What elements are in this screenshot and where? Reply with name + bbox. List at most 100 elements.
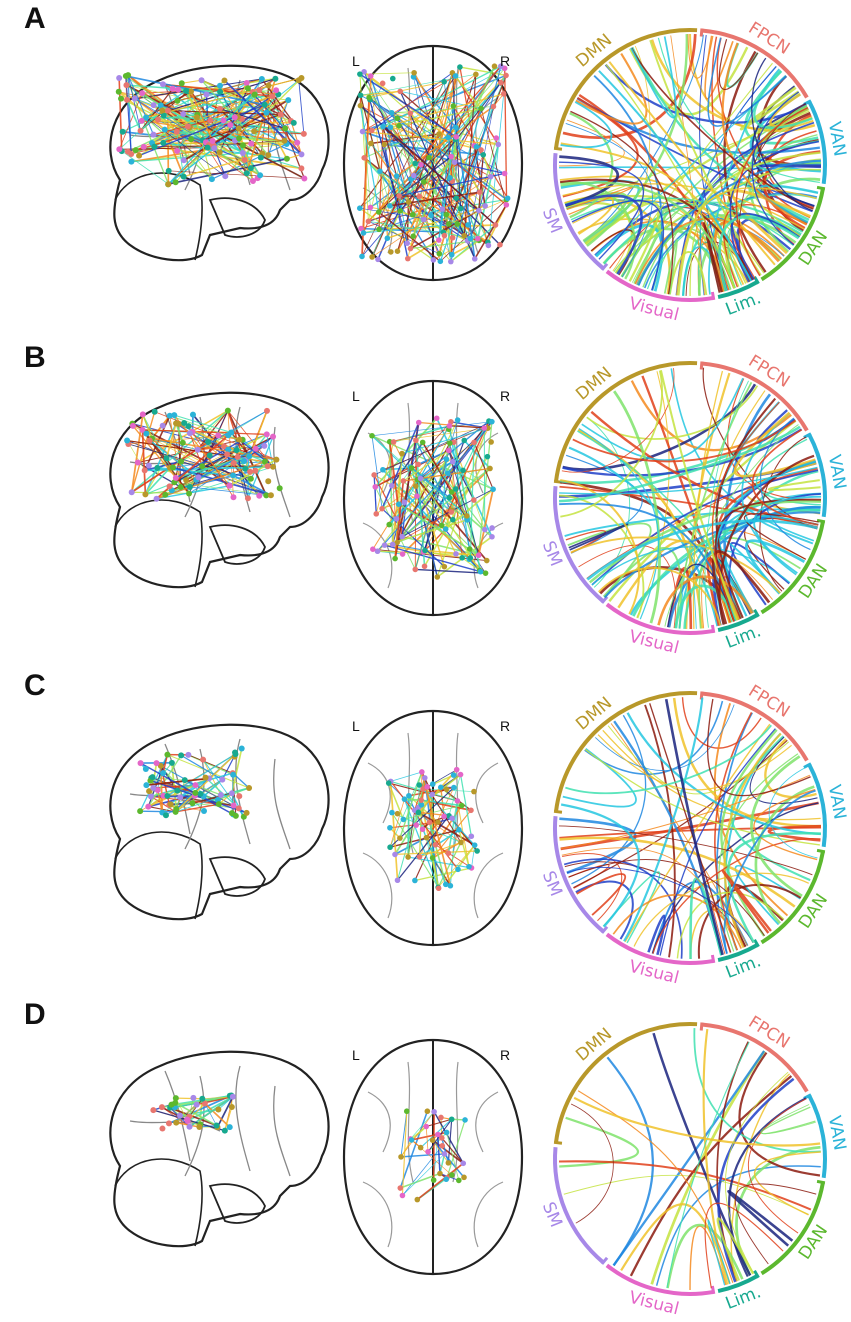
node-dot [481,425,488,431]
chord-edge [751,428,819,526]
chord-edge [565,123,653,278]
connection-edge [175,803,219,813]
node-dot [176,1112,183,1119]
node-dot [387,824,393,831]
chord-edge [716,37,811,219]
connection-edge [127,440,238,458]
cerebellum-outline [208,1183,266,1224]
connection-edge [438,127,457,241]
network-arc [701,361,809,432]
node-dot [429,781,436,787]
chord-edge [626,712,821,836]
chord-edge [598,70,752,282]
connection-edge [359,105,380,213]
connection-edge [379,170,452,262]
node-dot [168,1101,175,1108]
node-dot [454,221,461,227]
node-dot [474,848,480,854]
node-dot [379,505,385,512]
node-dot [410,74,417,80]
node-dot [386,521,393,528]
node-dot [457,205,464,212]
node-dot [404,255,411,262]
node-dot [487,173,494,180]
chord-edge [729,542,790,606]
node-dot [386,202,393,209]
connection-edge [445,488,494,530]
connection-edge [459,774,472,837]
chord-edge [559,155,620,208]
chord-edge [576,873,627,916]
chord-edge [568,859,765,937]
node-dot [426,819,433,826]
chord-edge [670,368,815,542]
chord-edge [713,220,780,293]
node-dot [128,158,135,165]
node-dot [263,109,270,116]
chord-edge [753,70,813,129]
node-dot [172,474,179,481]
temporal-outline [114,172,203,261]
node-dot [369,127,375,134]
node-dot [436,250,443,257]
connection-edge [476,144,500,239]
connection-edge [141,92,169,112]
network-arc [554,361,698,482]
node-dot [418,161,424,168]
node-dot [461,232,468,239]
node-dot [450,772,457,778]
node-dot [157,102,164,109]
node-dot [451,159,458,165]
node-dot [276,485,283,492]
connection-edge [403,798,439,888]
node-dot [154,464,161,471]
node-dot [415,461,422,468]
network-label-dan: DAN [795,560,832,602]
node-dot [239,142,246,149]
node-dot [450,103,457,109]
chord-edge [723,789,816,954]
connection-edge [469,137,497,239]
node-dot [241,156,248,163]
connection-edge [149,439,199,478]
node-dot [389,75,396,82]
node-dot [465,222,471,228]
connection-edge [181,79,202,84]
node-dot [172,1095,179,1102]
node-dot [439,1135,445,1141]
node-dot [119,128,126,135]
connection-edge [175,753,237,813]
node-dot [500,91,507,97]
node-dot [445,850,452,856]
connection-edge [142,429,267,436]
connection-edge [431,857,440,889]
chord-edge [667,506,821,628]
node-dot [370,546,376,553]
chord-edge [612,1050,766,1267]
node-dot [150,784,157,791]
node-dot [468,833,475,840]
node-dot [300,130,307,137]
node-dot [418,802,425,808]
node-dot [263,407,270,414]
cerebellum-outline [208,197,266,238]
connection-edge [400,1139,413,1158]
node-dot [160,112,167,119]
connection-edge [398,125,486,207]
connection-edge [400,1111,435,1158]
chord-edge [760,1106,816,1135]
node-dot [272,75,279,82]
connection-edge [399,172,505,197]
connection-edge [409,108,482,249]
connection-edge [422,442,468,521]
connection-edge [440,1117,443,1138]
connection-edge [437,842,462,888]
chord-edge [610,723,748,946]
connection-edge [150,779,247,814]
connection-edge [448,450,480,556]
node-dot [421,775,428,781]
connection-edge [377,427,489,552]
node-dot [489,533,495,540]
left-hemisphere-label: L [352,388,360,404]
node-dot [290,119,297,126]
